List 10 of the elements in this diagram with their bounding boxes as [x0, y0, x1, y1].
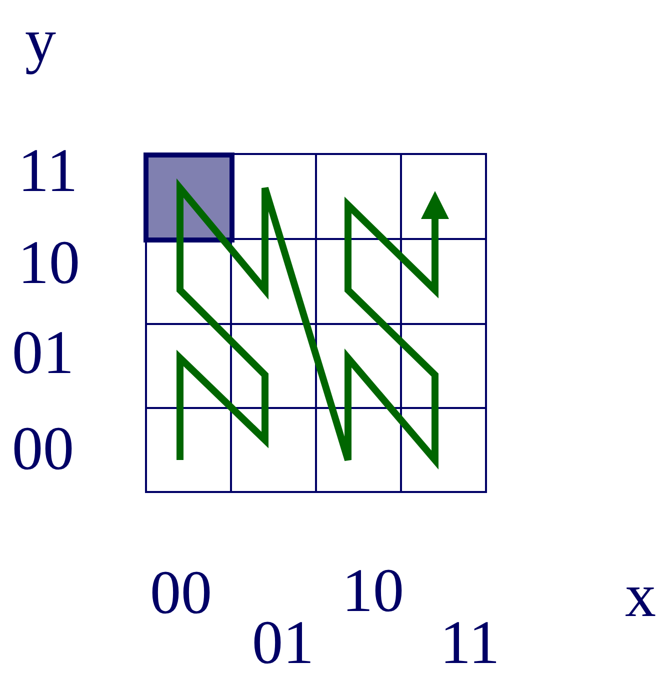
axis-label: y: [25, 10, 56, 72]
tick-label: 01: [252, 612, 314, 673]
axis-label: x: [625, 565, 656, 627]
tick-label: 10: [18, 232, 80, 294]
tick-label: 11: [440, 612, 500, 673]
tick-label: 01: [12, 322, 74, 384]
tick-label: 00: [150, 562, 212, 624]
tick-label: 11: [18, 140, 78, 202]
tick-label: 10: [342, 560, 404, 622]
tick-label: 00: [12, 418, 74, 480]
